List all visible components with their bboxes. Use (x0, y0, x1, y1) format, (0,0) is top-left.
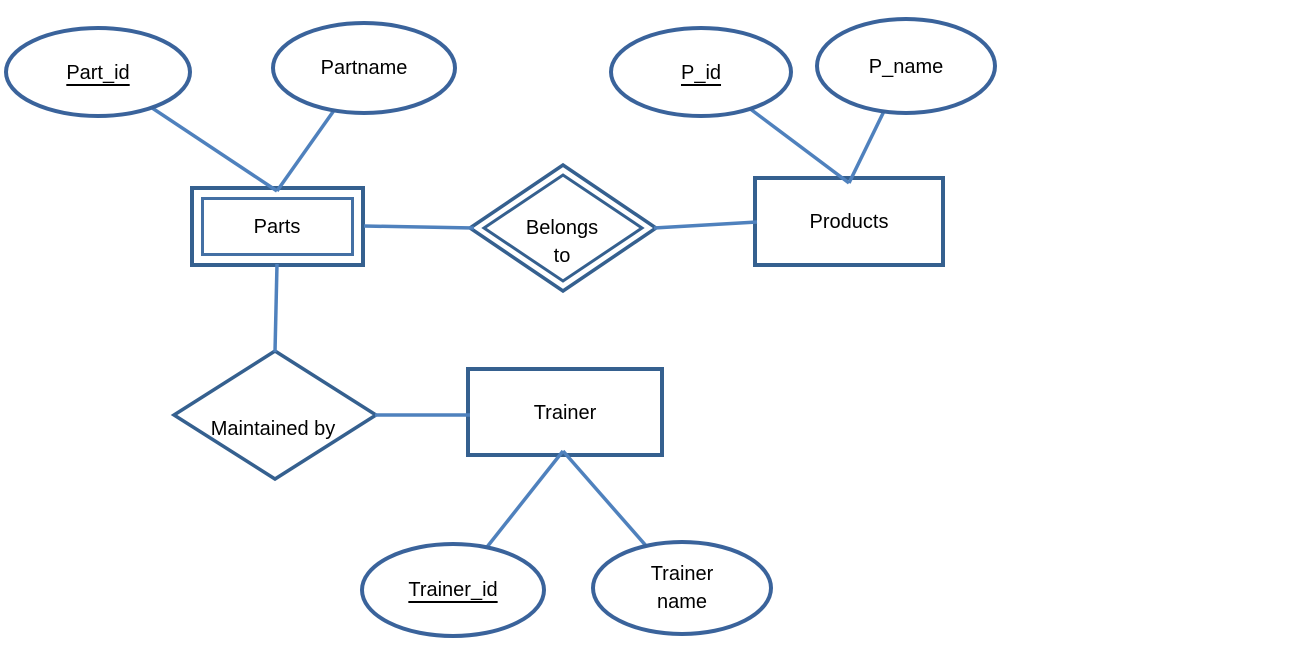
connector-belongs-to-to-products (653, 220, 758, 230)
relationship-belongs-to-inner-diamond (481, 173, 645, 283)
entity-trainer-rect (466, 367, 664, 457)
attribute-p-id-ellipse (609, 26, 793, 118)
attribute-partname-ellipse (271, 21, 457, 115)
attribute-part-id-ellipse (4, 26, 192, 118)
connector-parts-to-belongs-to (363, 224, 475, 230)
entity-parts-inner-rect (201, 197, 354, 256)
attribute-p-name-ellipse (815, 17, 997, 115)
attribute-trainer-id-ellipse (360, 542, 546, 638)
entity-products-rect (753, 176, 945, 267)
attribute-trainer-name-ellipse (591, 540, 773, 636)
connector-parts-to-maintained-by (273, 263, 279, 353)
relationship-maintained-by-diamond (170, 348, 380, 482)
